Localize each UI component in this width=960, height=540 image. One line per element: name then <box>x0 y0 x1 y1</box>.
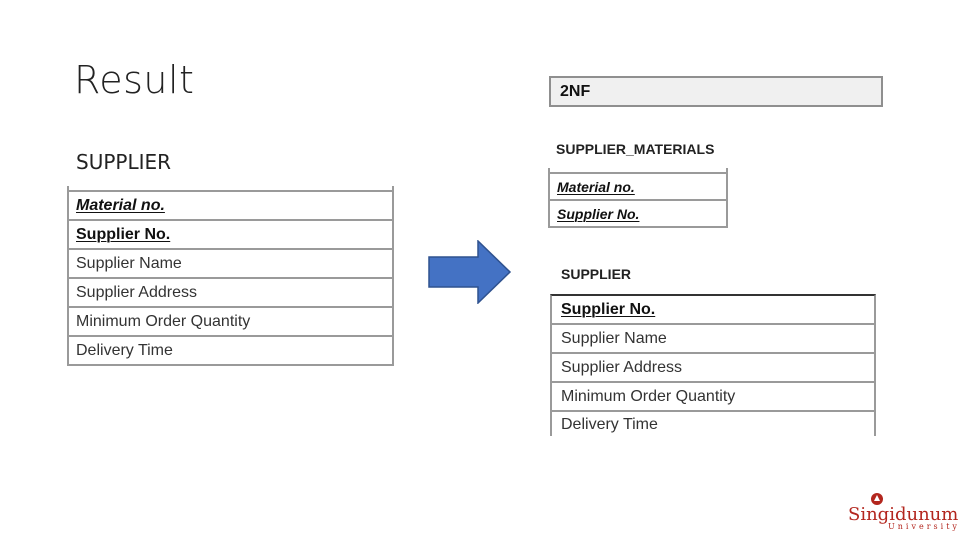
table-row: Supplier Address <box>552 354 874 383</box>
normal-form-banner: 2NF <box>549 76 883 107</box>
table-row: Minimum Order Quantity <box>69 308 392 337</box>
logo-wordmark: Singidunum <box>848 504 959 525</box>
table-row: Supplier No. <box>550 201 726 228</box>
table-row: Supplier No. <box>69 221 392 250</box>
university-logo: Singidunum University <box>848 492 958 532</box>
supplier-materials-heading: SUPPLIER_MATERIALS <box>556 141 715 157</box>
table-top-edge <box>69 186 392 192</box>
supplier-2nf-table: Supplier No. Supplier Name Supplier Addr… <box>550 294 876 436</box>
logo-subtitle: University <box>888 522 960 531</box>
slide-title: Result <box>74 58 195 102</box>
table-top-edge <box>550 168 726 174</box>
left-table-caption: SUPPLIER <box>76 150 172 174</box>
table-row: Supplier Address <box>69 279 392 308</box>
table-row: Supplier Name <box>69 250 392 279</box>
table-row: Supplier No. <box>552 296 874 325</box>
right-arrow-icon <box>428 240 512 304</box>
supplier-original-table: Material no. Supplier No. Supplier Name … <box>67 186 394 366</box>
table-row: Delivery Time <box>69 337 392 366</box>
table-row: Supplier Name <box>552 325 874 354</box>
supplier-materials-table: Material no. Supplier No. <box>548 168 728 228</box>
table-row: Material no. <box>69 192 392 221</box>
table-row: Delivery Time <box>561 416 658 433</box>
supplier-heading: SUPPLIER <box>561 266 632 282</box>
table-row: Minimum Order Quantity <box>552 383 874 412</box>
table-row: Material no. <box>550 174 726 201</box>
university-emblem-icon <box>871 493 883 505</box>
